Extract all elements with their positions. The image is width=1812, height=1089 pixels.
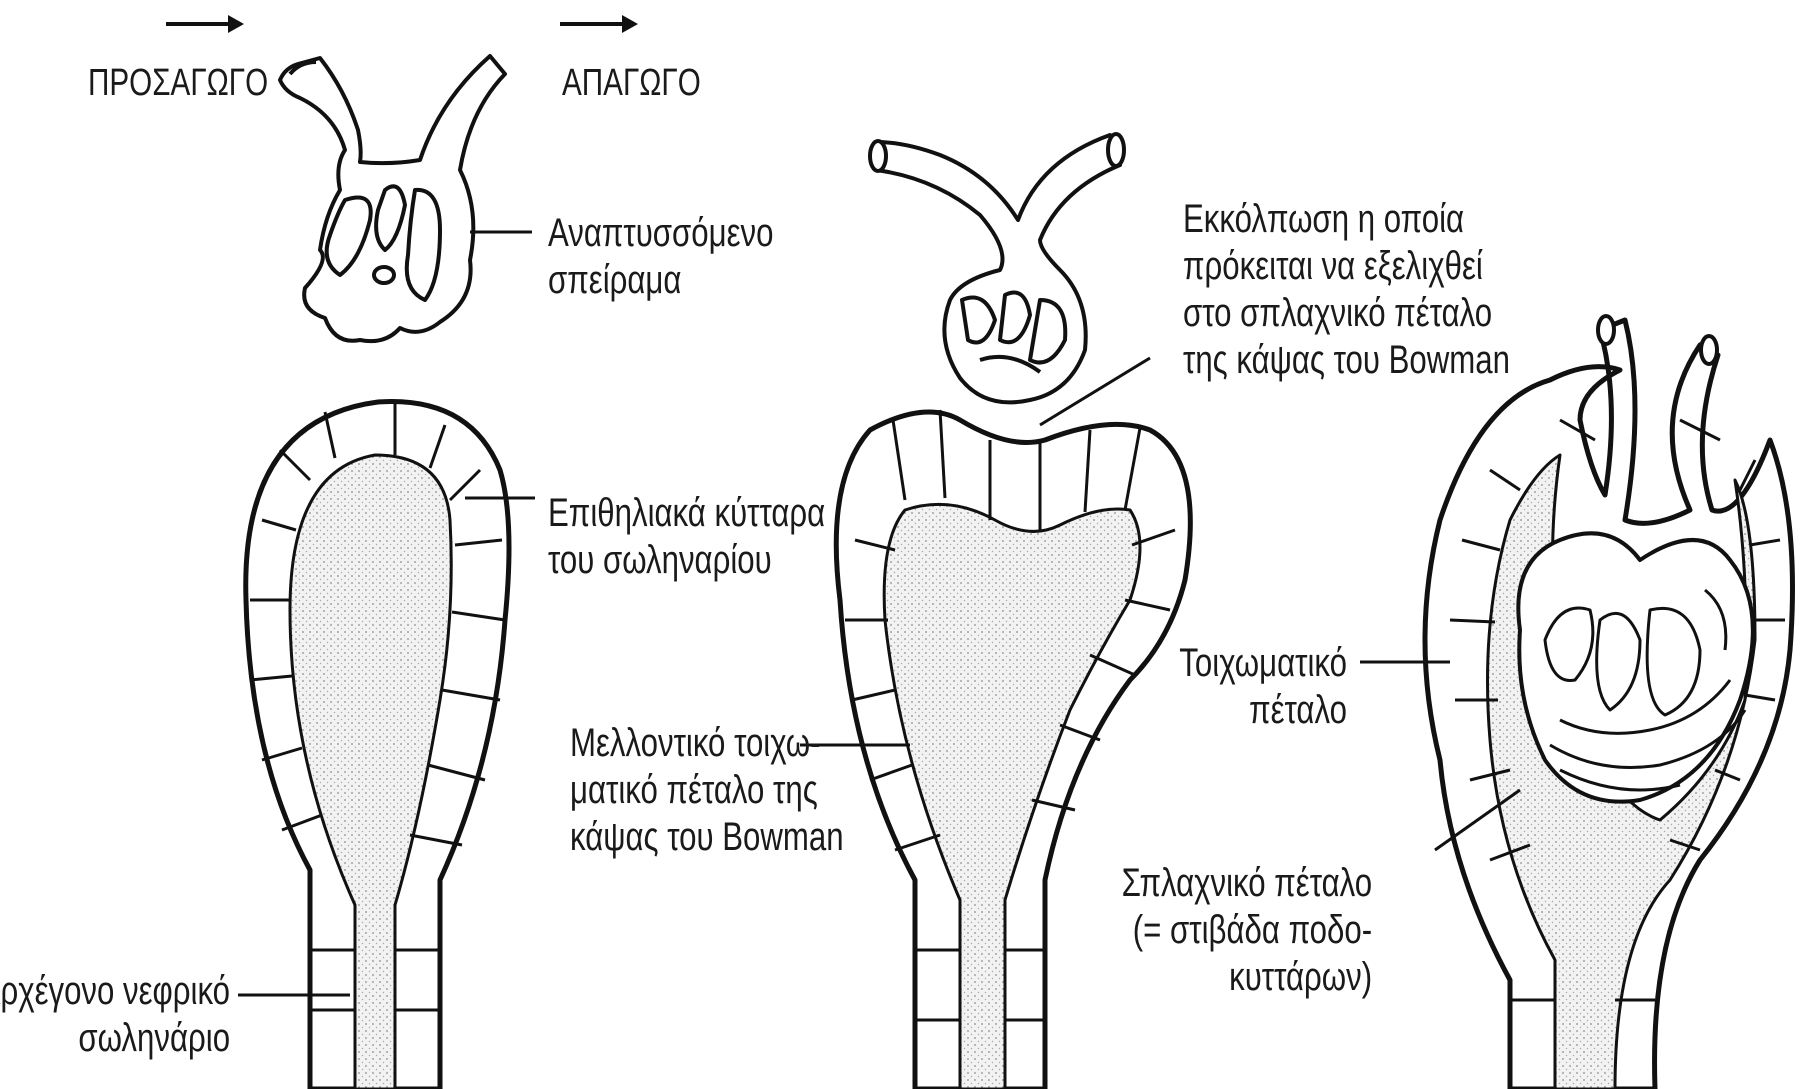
- primitive-tubule-label: Αρχέγονο νεφρικό σωληνάριο: [0, 968, 230, 1062]
- visceral-label: Σπλαχνικό πέταλο (= στιβάδα ποδο- κυττάρ…: [1122, 860, 1372, 1001]
- future-parietal-label: Μελλοντικό τοιχω- ματικό πέταλο της κάψα…: [570, 720, 844, 861]
- stage1-tubule: [246, 402, 509, 1089]
- afferent-label: ΠΡΟΣΑΓΩΓΟ: [88, 62, 268, 105]
- efferent-label: ΑΠΑΓΩΓΟ: [562, 62, 701, 105]
- stage3-bowman-capsule: [1425, 316, 1793, 1089]
- epithelial-cells-label: Επιθηλιακά κύτταρα του σωληναρίου: [548, 490, 825, 584]
- developing-glomerulus-label: Αναπτυσσόμενο σπείραμα: [548, 210, 774, 304]
- afferent-arrow: [166, 15, 244, 33]
- stage2-glomerulus: [870, 134, 1124, 402]
- developing-glomerulus: [280, 56, 505, 341]
- efferent-arrow: [560, 15, 638, 33]
- invagination-label: Εκκόλπωση η οποία πρόκειται να εξελιχθεί…: [1183, 196, 1510, 384]
- parietal-label: Τοιχωματικό πέταλο: [1179, 640, 1347, 734]
